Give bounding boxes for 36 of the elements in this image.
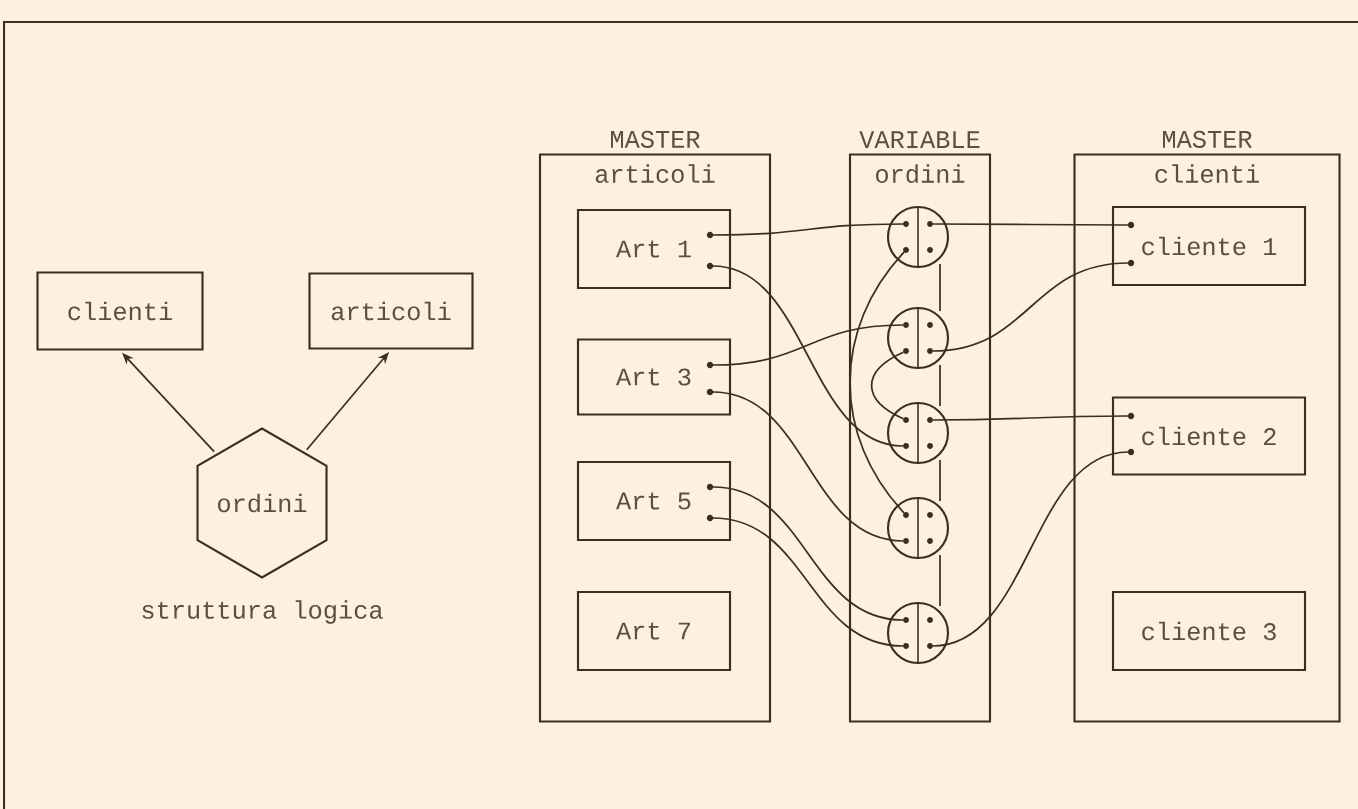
record-box: cliente 1	[1111, 205, 1307, 287]
table-panel: VARIABLE ordini	[848, 131, 992, 723]
record-box: Art 7	[576, 590, 732, 672]
connector-line	[712, 223, 904, 236]
connector-line	[939, 554, 941, 607]
connector-line	[712, 324, 904, 366]
entity-box: articoli	[308, 272, 474, 350]
record-circle	[886, 306, 950, 370]
record-box: cliente 2	[1111, 396, 1307, 476]
record-box: Art 3	[576, 338, 732, 416]
record-circle	[886, 401, 950, 465]
connector-line	[939, 263, 941, 312]
record-box: cliente 3	[1111, 590, 1307, 672]
connector-line	[932, 415, 1129, 421]
record-box: Art 5	[576, 460, 732, 542]
record-circle	[886, 601, 950, 665]
connector-line	[939, 364, 941, 407]
connector-line	[712, 391, 904, 542]
record-circle	[886, 205, 950, 269]
connector-line	[712, 265, 904, 447]
node-label: MASTER	[610, 130, 700, 148]
connector-line	[870, 351, 905, 420]
record-circle	[886, 496, 950, 560]
record-box: Art 1	[576, 208, 732, 290]
node-label: VARIABLE	[859, 131, 980, 148]
connector-line	[932, 223, 1129, 226]
connector-line	[712, 517, 904, 647]
entity-box: clienti	[36, 271, 204, 351]
node-label: MASTER	[1162, 130, 1252, 148]
connector-line	[939, 459, 941, 502]
connector-line	[932, 262, 1129, 352]
node-label: struttura logica	[142, 600, 383, 624]
connector-line	[712, 486, 904, 621]
connector-line	[932, 451, 1129, 647]
connector-line	[849, 251, 905, 514]
hexagon: ordini struttura logica	[142, 427, 383, 624]
